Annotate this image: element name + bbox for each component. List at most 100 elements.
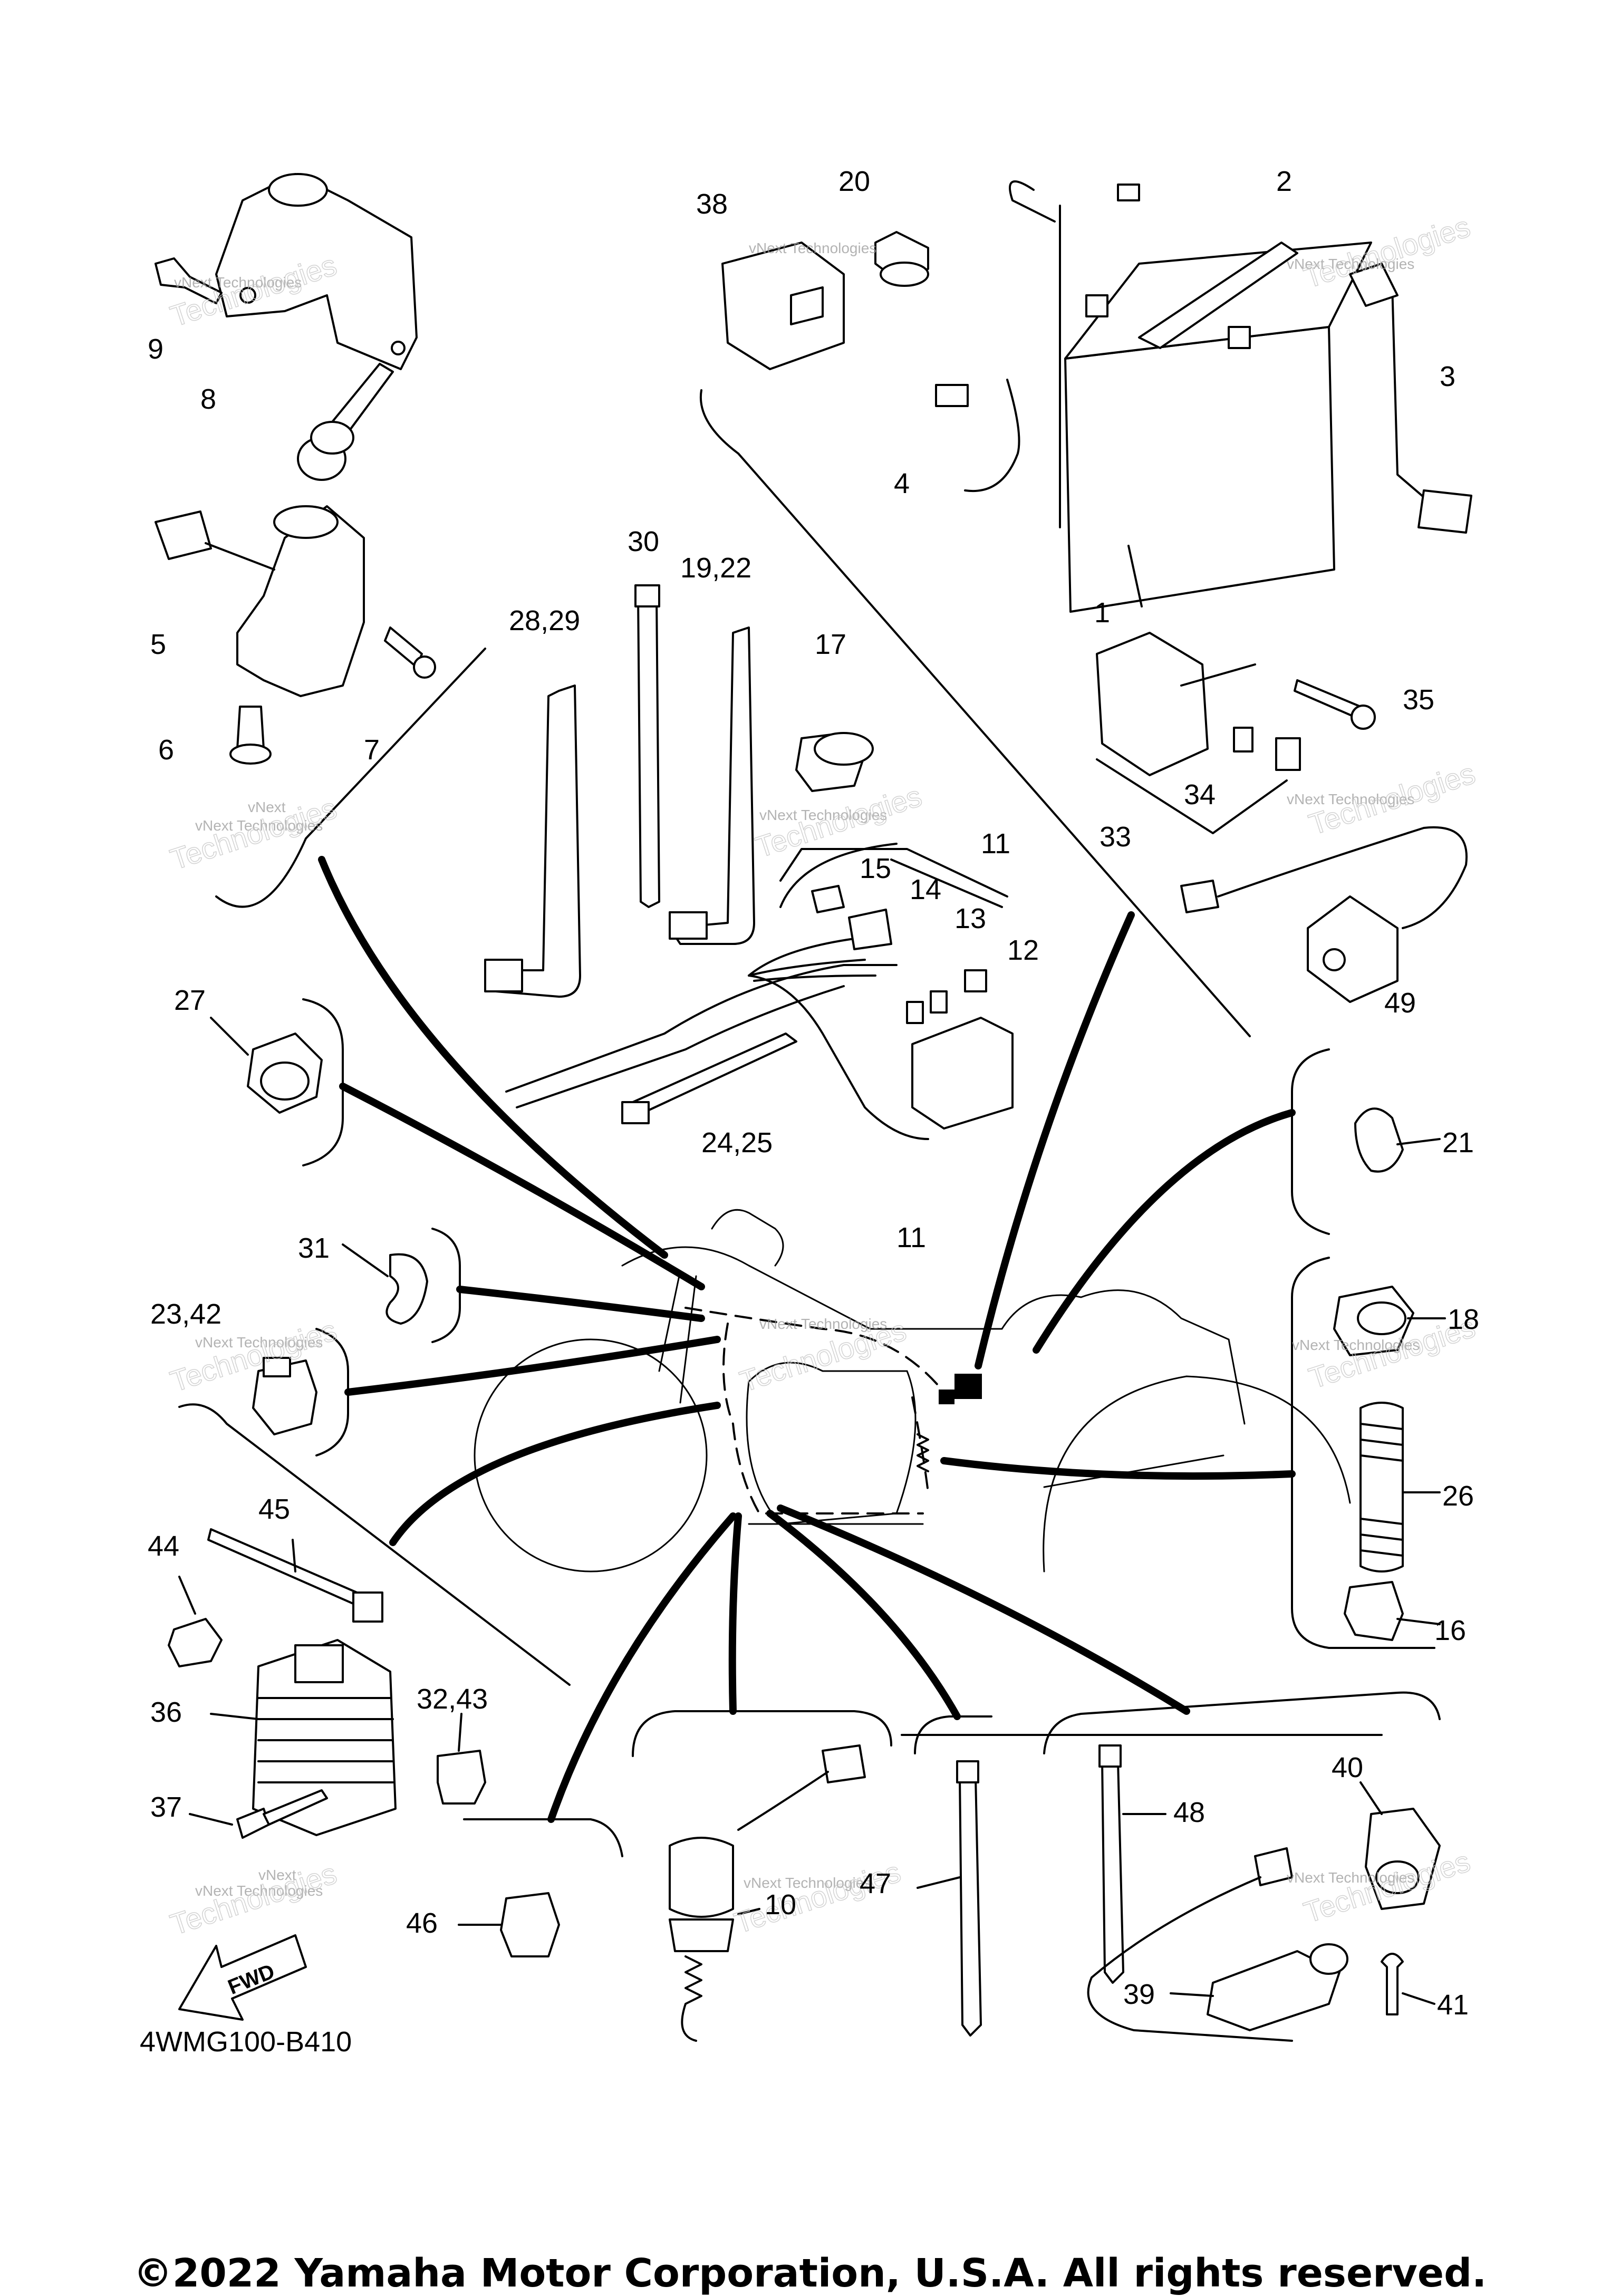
watermark-text: vNext Technologies xyxy=(195,1883,323,1899)
part-clip-31 xyxy=(342,1243,428,1325)
callout-48: 48 xyxy=(1173,1797,1205,1828)
screw-6-head xyxy=(229,744,272,765)
sensor-49-hole xyxy=(1323,948,1346,971)
part-sensor-49 xyxy=(1180,826,1468,1003)
part-bracket-8 xyxy=(155,173,418,370)
sensor-49-body xyxy=(1307,895,1399,1003)
part-clip-21 xyxy=(1354,1107,1441,1173)
bolt-37-shaft xyxy=(263,1789,328,1826)
tie-24-25 xyxy=(632,1033,797,1114)
handlebar xyxy=(711,1209,784,1267)
sensor-10-nut xyxy=(669,1918,734,1952)
watermark-text: vNext Technologies xyxy=(759,1316,887,1332)
leader-battery xyxy=(975,911,1135,1369)
panel-switch-39 xyxy=(1043,1691,1441,1754)
leader-clip-46 xyxy=(547,1512,737,1823)
callout-47: 47 xyxy=(860,1868,891,1899)
leader-clip-21 xyxy=(1033,1109,1296,1354)
screw-6 xyxy=(236,706,265,750)
watermark-text: vNext Technologies xyxy=(1287,256,1414,272)
callout-3: 3 xyxy=(1440,361,1455,392)
callout-28-29: 28,29 xyxy=(509,605,580,636)
switch-39-connector xyxy=(1254,1847,1293,1886)
panel-clip-46 xyxy=(463,1818,623,1857)
cable-4 xyxy=(964,180,1061,528)
callout-16: 16 xyxy=(1434,1615,1466,1646)
callout-41: 41 xyxy=(1437,1989,1469,2021)
callout-20: 20 xyxy=(838,166,870,197)
screw-7-head xyxy=(413,655,436,679)
battery-front xyxy=(1064,326,1335,613)
callout-23-42: 23,42 xyxy=(150,1298,221,1330)
callout-26: 26 xyxy=(1442,1480,1474,1512)
motorcycle-outline xyxy=(474,1209,1351,1573)
tie-47-body xyxy=(959,1776,982,2037)
clip-31-leader xyxy=(342,1243,389,1277)
relay-body xyxy=(721,242,845,370)
panel-right-column xyxy=(1291,1257,1435,1649)
standoff-26-body xyxy=(1359,1402,1404,1573)
watermark-text: vNext Technologies xyxy=(749,240,876,256)
switch-connector xyxy=(155,510,212,560)
clip-16-body xyxy=(1344,1581,1404,1641)
rear-wheel xyxy=(1043,1375,1351,1573)
cap-40-ring xyxy=(1375,1860,1420,1894)
key-blade xyxy=(331,363,394,433)
clip-23-tab xyxy=(263,1357,291,1377)
fuse-34b xyxy=(1275,737,1301,771)
leader-clip-27 xyxy=(339,1083,705,1290)
callout-17: 17 xyxy=(815,629,846,660)
part-clip-32-43 xyxy=(437,1713,486,1805)
callout-38: 38 xyxy=(696,188,728,220)
callout-18: 18 xyxy=(1448,1304,1479,1335)
callout-36: 36 xyxy=(150,1696,182,1728)
cable-3-terminal xyxy=(1418,489,1472,534)
watermark-text: vNext Technologies xyxy=(195,817,323,834)
callout-32-43: 32,43 xyxy=(417,1683,488,1715)
panel-sensor-10 xyxy=(632,1710,892,1757)
part-switch-39 xyxy=(1087,1781,1441,2042)
callout-39: 39 xyxy=(1123,1979,1155,2010)
callout-49: 49 xyxy=(1384,987,1416,1019)
panel-ignition xyxy=(215,648,486,908)
part-relay-38 xyxy=(721,231,929,370)
panel-tie-47 xyxy=(914,1715,992,1754)
callout-19-22: 19,22 xyxy=(680,552,751,584)
cable-3 xyxy=(1370,284,1435,507)
callout-31: 31 xyxy=(298,1232,330,1264)
clamp-17-ring xyxy=(814,732,874,766)
tie-19-head xyxy=(669,911,708,940)
bolt-35 xyxy=(1294,679,1362,718)
callout-5: 5 xyxy=(150,629,166,660)
callout-labels: 1 2 3 4 5 6 7 8 9 10 11 11 12 13 14 15 1… xyxy=(140,166,1479,2058)
callout-6: 6 xyxy=(158,734,174,766)
clip-18-ring xyxy=(1357,1301,1406,1335)
part-standoff-26 xyxy=(1359,1402,1441,1573)
part-clip-16 xyxy=(1344,1581,1441,1641)
part-clip-46 xyxy=(458,1892,560,1957)
bolt-35-head xyxy=(1351,705,1376,730)
watermark-text: vNext Technologies xyxy=(1287,1869,1414,1886)
callout-45: 45 xyxy=(258,1493,290,1525)
clip-32-body xyxy=(437,1750,486,1805)
clip-46-body xyxy=(500,1892,560,1957)
leader-tie-47 xyxy=(766,1510,961,1720)
tie-30 xyxy=(637,595,660,908)
group-panels xyxy=(178,389,1441,1857)
fwd-arrow-icon: FWD xyxy=(178,1934,307,2021)
relay-tab xyxy=(790,286,824,325)
part-ignition-switch-5 xyxy=(155,363,436,765)
callout-44: 44 xyxy=(148,1530,179,1562)
terminal-right xyxy=(1228,326,1251,349)
callout-13: 13 xyxy=(954,903,986,934)
tie-19-22 xyxy=(669,626,755,945)
part-tie-47 xyxy=(917,1760,982,2037)
leader-clip-23 xyxy=(344,1336,721,1396)
tie-48-head xyxy=(1098,1744,1122,1768)
tie-28-29 xyxy=(484,684,581,998)
harness-box xyxy=(954,1374,982,1399)
bracket-hole xyxy=(239,287,256,304)
tie-30-head xyxy=(634,584,660,607)
leader-switch-39 xyxy=(777,1504,1190,1715)
clip-27-leader xyxy=(210,1017,249,1056)
